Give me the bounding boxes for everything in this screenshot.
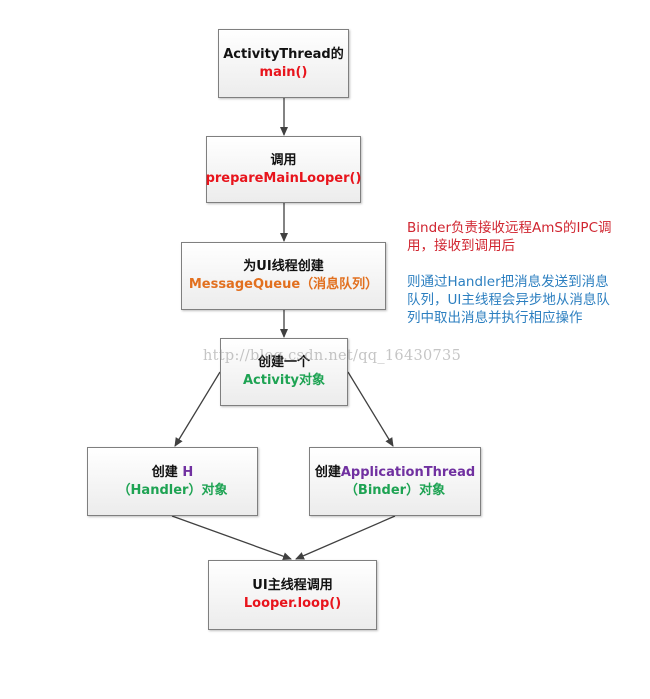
node-object: Activity对象 [242,373,326,388]
node-activity-thread-main: ActivityThread的 main() [218,29,349,98]
edge-activity-to-handler [174,371,221,447]
node-looper-loop: UI主线程调用 Looper.loop() [208,560,377,630]
node-activity-object: 创建一个 Activity对象 [220,338,348,406]
node-prepare-main-looper: 调用 prepareMainLooper() [206,136,361,203]
node-label-row: 创建ApplicationThread [315,464,475,482]
node-object: （Handler）对象 [117,482,228,498]
node-label: 为UI线程创建 [243,259,324,274]
node-method: Looper.loop() [243,596,342,611]
note-handler: 则通过Handler把消息发送到消息队列，UI主线程会异步地从消息队列中取出消息… [407,274,610,326]
node-application-thread: 创建ApplicationThread （Binder）对象 [309,447,481,516]
node-label: 创建 [314,464,341,480]
edge-activity-to-appthread [347,371,394,447]
edge-appthread-to-looper [295,515,396,560]
node-label: 调用 [270,152,297,168]
node-class: ApplicationThread [340,464,476,480]
node-label-row: 创建 H [152,464,193,482]
node-label: 创建 [151,464,183,480]
node-object: MessageQueue（消息队列） [188,277,379,292]
node-label: 创建一个 [257,355,310,370]
node-label: UI主线程调用 [252,578,333,593]
node-method: main() [259,64,308,80]
node-message-queue: 为UI线程创建 MessageQueue（消息队列） [181,242,386,310]
node-method: prepareMainLooper() [205,170,362,186]
note-binder: Binder负责接收远程AmS的IPC调用，接收到调用后 [407,220,612,254]
node-label: ActivityThread的 [223,46,344,62]
watermark: http://blog.csdn.net/qq_16430735 [203,348,462,364]
node-class: H [182,464,194,480]
edge-handler-to-looper [171,515,292,561]
node-object: （Binder）对象 [344,482,446,498]
node-handler-h: 创建 H （Handler）对象 [87,447,258,516]
